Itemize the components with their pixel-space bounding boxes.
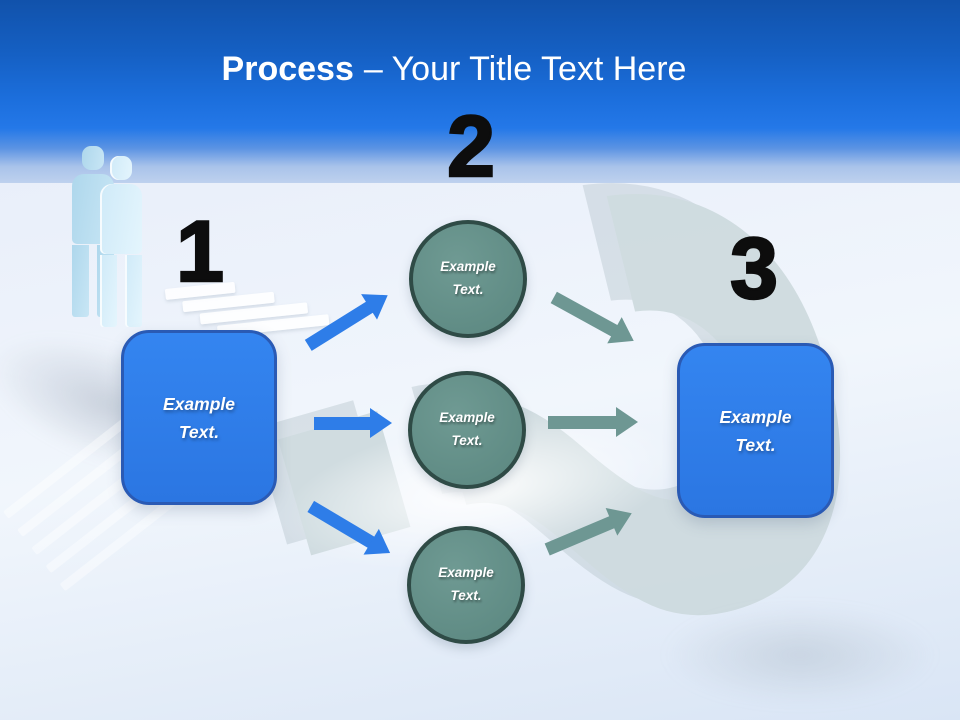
box-label: Example Text. <box>719 406 792 455</box>
slide-title: Process– Your Title Text Here <box>0 50 908 89</box>
step-number-3: 3 <box>729 221 779 317</box>
step-number-2: 2 <box>446 99 496 195</box>
header-band <box>0 0 960 183</box>
arrow-head <box>370 408 392 438</box>
process-box-step3: Example Text. <box>677 343 834 518</box>
blue-arrow-to-middle-circle <box>314 408 392 438</box>
circle-label: Example Text. <box>438 565 494 603</box>
arrow-shaft <box>548 415 617 429</box>
circle-label: Example Text. <box>439 410 495 448</box>
ground-shadow-right <box>620 590 960 720</box>
teal-arrow-from-middle-circle <box>548 407 638 437</box>
circle-label: Example Text. <box>440 259 496 297</box>
process-circle-2: Example Text. <box>408 371 526 489</box>
process-box-step1: Example Text. <box>121 330 277 505</box>
arrow-head <box>616 407 638 437</box>
title-emphasis: Process <box>221 50 354 88</box>
person-torso <box>100 184 142 254</box>
person-head <box>110 156 132 180</box>
process-circle-1: Example Text. <box>409 220 527 338</box>
process-circle-3: Example Text. <box>407 526 525 644</box>
title-text: – Your Title Text Here <box>363 50 687 88</box>
box-label: Example Text. <box>163 393 235 442</box>
person-icon-front <box>100 156 142 327</box>
arrow-shaft <box>314 416 371 430</box>
person-legs <box>100 255 142 327</box>
step-number-1: 1 <box>175 204 225 300</box>
person-head <box>82 146 104 170</box>
